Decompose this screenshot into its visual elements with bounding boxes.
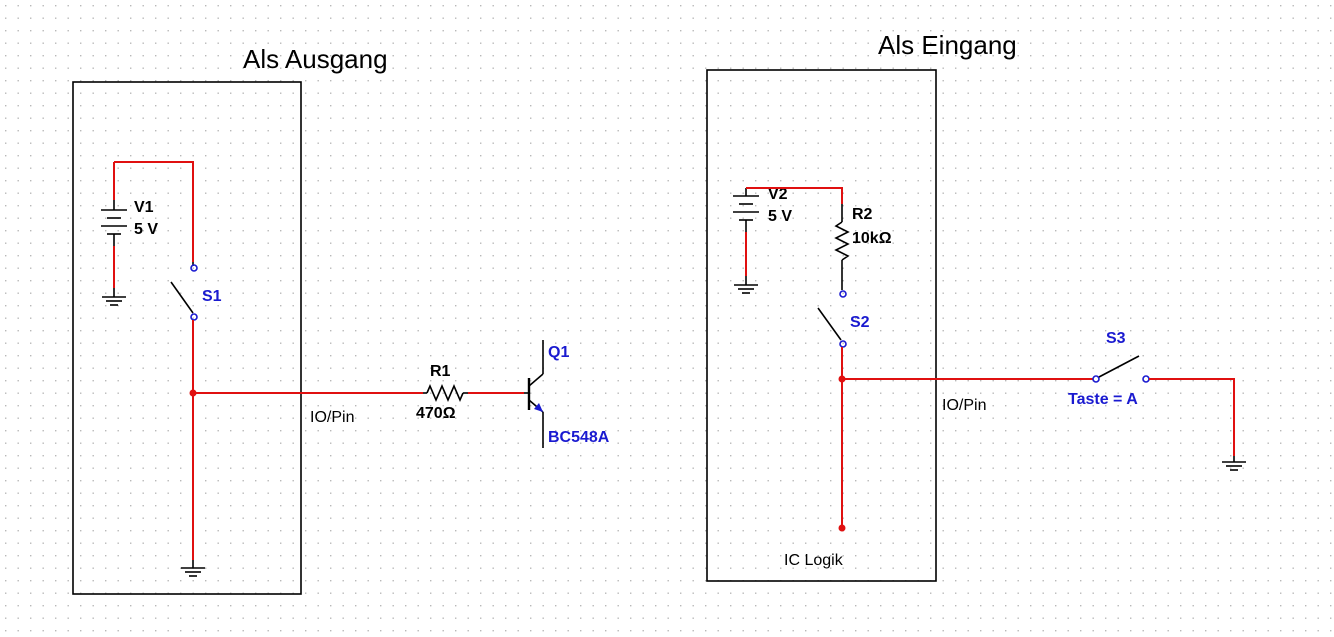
battery-v2[interactable] [733,188,759,276]
io-pin-right-label: IO/Pin [942,397,986,414]
ic-box-left [72,81,302,595]
io-pin-left-label: IO/Pin [310,409,354,426]
q1-name-label: Q1 [548,344,569,361]
s3-name-label: S3 [1106,330,1126,347]
ground-icon-v1 [102,288,126,306]
ic-input-node [838,524,846,532]
switch-s3[interactable] [1092,355,1150,383]
ground-icon-s3 [1222,456,1246,471]
wire-v2-to-r2 [746,187,843,204]
transistor-q1[interactable] [524,340,544,448]
r2-value-label: 10kΩ [852,230,892,247]
wire-v1-to-s1 [114,161,194,262]
battery-v1[interactable] [101,162,127,288]
r1-name-label: R1 [430,363,451,380]
v2-value-label: 5 V [768,208,792,225]
r1-value-label: 470Ω [416,405,456,422]
title-als-eingang: Als Eingang [878,30,1017,60]
q1-model-label: BC548A [548,429,610,446]
resistor-r1[interactable] [423,383,468,403]
s2-name-label: S2 [850,314,870,331]
ic-box-right [706,69,937,582]
resistor-r2[interactable] [834,204,850,290]
wire-s3-to-ground [1149,378,1235,456]
title-als-ausgang: Als Ausgang [243,44,388,74]
s3-key-label: Taste = A [1068,391,1138,408]
v2-name-label: V2 [768,186,788,203]
ic-logik-label: IC Logik [784,552,844,569]
ground-icon-v2 [734,276,758,294]
v1-name-label: V1 [134,199,154,216]
s1-name-label: S1 [202,288,222,305]
ground-icon-s1 [181,560,205,577]
v1-value-label: 5 V [134,221,158,238]
r2-name-label: R2 [852,206,873,223]
